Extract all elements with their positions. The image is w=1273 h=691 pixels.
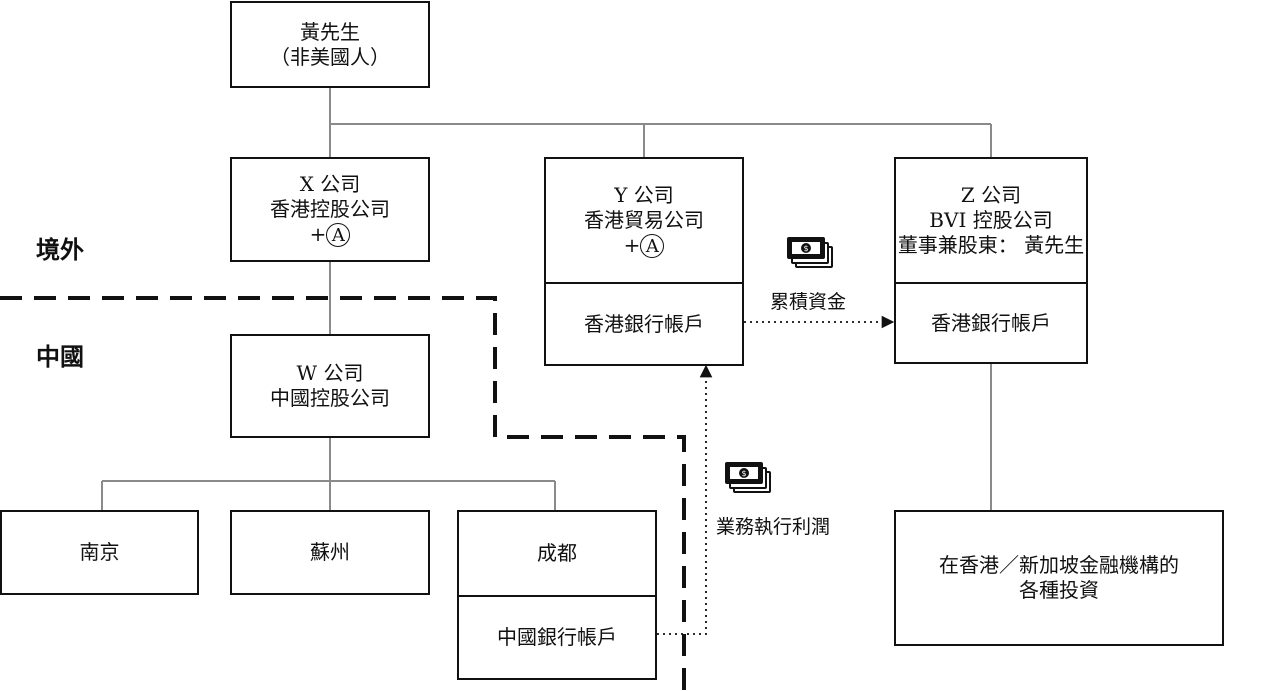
node-title: 蘇州 [310,540,350,564]
money-stack-icon: $ [725,462,771,493]
node-y-company: Y 公司 香港貿易公司 +A 香港銀行帳戶 [544,157,744,366]
node-chengdu: 成都 中國銀行帳戶 [457,510,657,680]
node-title: Y 公司 [614,182,674,207]
svg-text:$: $ [741,469,746,478]
node-title: Z 公司 [960,183,1022,207]
node-subtitle: 香港貿易公司 [584,207,704,232]
region-label-china: 中國 [36,342,84,371]
svg-text:$: $ [803,244,808,253]
node-investments: 在香港／新加坡金融機構的 各種投資 [894,510,1224,646]
node-badge-row: +A [624,233,665,259]
bank-account-label: 香港銀行帳戶 [584,311,704,336]
node-subtitle: BVI 控股公司 [929,208,1053,232]
node-subtitle: 中國控股公司 [270,386,390,410]
node-title: X 公司 [299,171,361,196]
flow-profit-arrow [657,364,713,635]
flow-label-accumulate: 累積資金 [770,291,847,313]
node-z-company: Z 公司 BVI 控股公司 董事兼股東： 黃先生 香港銀行帳戶 [894,157,1088,364]
node-mr-huang: 黃先生 （非美國人） [230,1,430,88]
bank-account-label: 香港銀行帳戶 [931,310,1051,335]
node-director: 董事兼股東： 黃先生 [897,233,1085,257]
node-title: 黃先生 [300,19,360,44]
node-x-company: X 公司 香港控股公司 +A [230,157,430,262]
node-title: 成都 [537,541,577,565]
circled-a-badge: A [640,234,665,259]
node-title: 在香港／新加坡金融機構的 [939,553,1179,577]
node-subtitle: （非美國人） [270,44,390,69]
node-badge-row: +A [310,222,351,248]
node-title: 南京 [79,540,120,564]
circled-a-badge: A [326,223,351,248]
money-stack-icon: $ [787,237,833,268]
node-title: W 公司 [296,361,364,385]
node-subtitle: 各種投資 [1019,578,1099,602]
node-w-company: W 公司 中國控股公司 [230,334,430,438]
node-suzhou: 蘇州 [230,510,430,595]
node-nanjing: 南京 [0,510,199,595]
bank-account-label: 中國銀行帳戶 [497,625,617,649]
region-label-offshore: 境外 [36,235,84,264]
border-dashed-line [0,296,686,691]
node-subtitle: 香港控股公司 [270,196,390,221]
flow-label-business-profit: 業務執行利潤 [716,516,831,538]
